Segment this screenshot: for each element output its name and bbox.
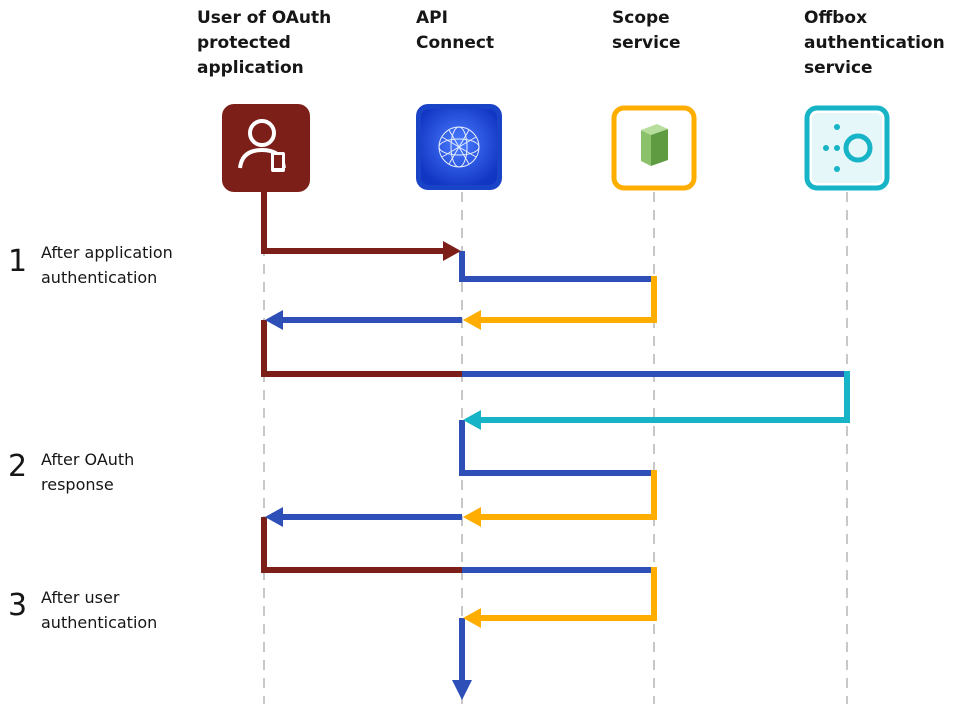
arrowhead-to-api	[463, 507, 481, 527]
header-line: service	[804, 58, 873, 78]
header-line: User of OAuth	[197, 8, 332, 28]
step-label-line: After user	[41, 588, 120, 607]
network-node-icon	[804, 105, 890, 191]
participant-header-user: User of OAuth protected application	[197, 6, 331, 81]
header-line: Connect	[416, 33, 495, 53]
user-icon	[222, 104, 310, 192]
step-number-3: 3	[8, 588, 28, 623]
flow-api-to-scope	[459, 251, 654, 282]
arrowhead-to-user	[265, 310, 283, 330]
header-line: protected	[197, 33, 291, 53]
participant-header-offbox-auth: Offbox authentication service	[804, 6, 945, 81]
arrowhead-to-api	[463, 608, 481, 628]
header-line: service	[612, 33, 681, 53]
flow-user-to-api	[261, 192, 448, 254]
header-line: Offbox	[804, 8, 868, 28]
flow-api-to-scope-2	[459, 420, 654, 476]
step-label-line: authentication	[41, 268, 158, 287]
step-label-line: After application	[41, 243, 173, 262]
arrowhead-to-user	[265, 507, 283, 527]
header-line: API	[416, 8, 448, 28]
header-line: application	[197, 58, 304, 78]
api-connect-icon	[416, 104, 502, 190]
step-label-line: response	[41, 475, 114, 494]
participant-header-scope-service: Scope service	[612, 6, 681, 56]
header-line: authentication	[804, 33, 945, 53]
flow-scope-to-api-2	[478, 470, 657, 520]
flow-scope-to-api	[478, 276, 657, 323]
flow-scope-to-api-3	[478, 567, 657, 621]
step-label-line: After OAuth	[41, 450, 135, 469]
header-line: Scope	[612, 8, 670, 28]
arrowhead-to-api	[443, 241, 461, 261]
step-label-2: After OAuth response	[41, 447, 134, 497]
step-label-1: After application authentication	[41, 240, 173, 290]
arrowhead-to-api	[463, 310, 481, 330]
arrowhead-to-api	[463, 410, 481, 430]
flow-user-to-api-2	[261, 320, 462, 377]
step-number-1: 1	[8, 244, 28, 279]
arrowhead-down	[452, 680, 472, 700]
cube-icon	[611, 105, 697, 191]
flow-offbox-to-api	[478, 371, 850, 423]
step-label-3: After user authentication	[41, 585, 157, 635]
flow-user-to-api-3	[261, 517, 462, 573]
step-number-2: 2	[8, 449, 28, 484]
participant-header-api-connect: API Connect	[416, 6, 494, 56]
step-label-line: authentication	[41, 613, 158, 632]
